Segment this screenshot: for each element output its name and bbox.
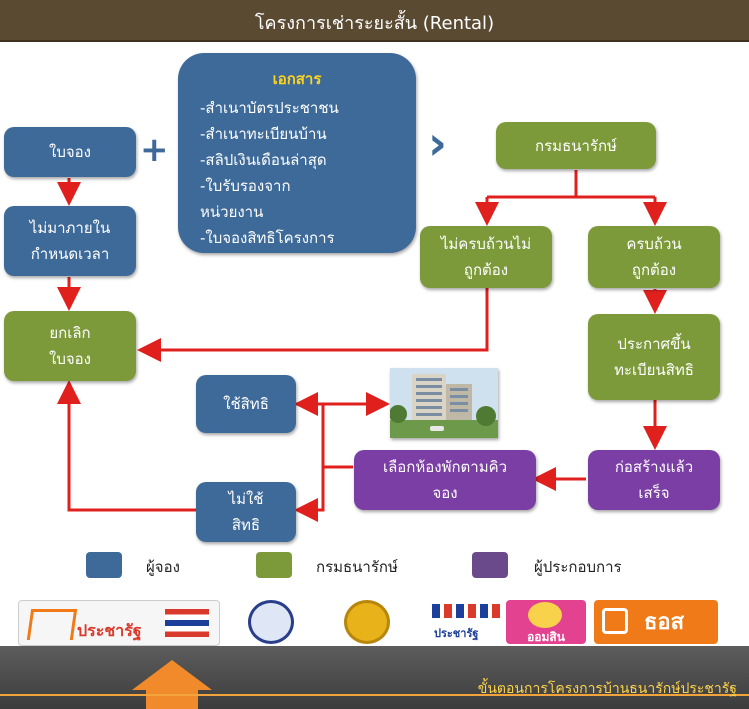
legend-swatch-booker — [86, 552, 122, 578]
department-label: กรมธนารักษ์ — [535, 136, 617, 155]
late-label: ไม่มาภายในกำหนดเวลา — [29, 219, 111, 263]
chevron-right-icon: › — [428, 116, 447, 170]
documents-item: -สำเนาบัตรประชาชน — [200, 99, 339, 117]
complete-box: ครบถ้วนถูกต้อง — [588, 226, 720, 288]
ministry-of-finance-logo — [236, 600, 310, 644]
built-box: ก่อสร้างแล้วเสร็จ — [588, 450, 720, 510]
legend-label-department: กรมธนารักษ์ — [316, 558, 398, 576]
gsb-emblem-icon — [528, 602, 562, 628]
footer-banner: ขั้นตอนการโครงการบ้านธนารักษ์ประชารัฐ — [0, 646, 749, 709]
house-body-icon — [146, 690, 198, 709]
cancel-label: ยกเลิกใบจอง — [49, 324, 91, 368]
booking-label: ใบจอง — [49, 143, 91, 161]
select-room-box: เลือกห้องพักตามคิวจอง — [354, 450, 536, 510]
footer-divider — [0, 694, 749, 696]
treasury-department-logo — [336, 600, 402, 644]
complete-label: ครบถ้วนถูกต้อง — [626, 235, 682, 279]
legend-label-operator: ผู้ประกอบการ — [534, 558, 622, 576]
use-right-label: ใช้สิทธิ — [223, 395, 269, 413]
use-right-box: ใช้สิทธิ — [196, 375, 296, 433]
documents-item: -สลิปเงินเดือนล่าสุด — [200, 151, 327, 169]
announce-label: ประกาศขึ้นทะเบียนสิทธิ — [614, 335, 694, 379]
pracharat-people-logo: ประชารัฐ — [426, 600, 506, 644]
building-illustration — [390, 368, 498, 438]
documents-item: -ใบรับรองจาก — [200, 177, 291, 195]
people-icon — [432, 604, 500, 618]
select-room-label: เลือกห้องพักตามคิวจอง — [382, 458, 508, 502]
documents-item: หน่วยงาน — [200, 203, 264, 221]
header-bar: โครงการเช่าระยะสั้น (Rental) — [0, 0, 749, 42]
cancel-box: ยกเลิกใบจอง — [4, 311, 136, 381]
arrow-nouse-to-cancel — [57, 380, 196, 512]
gsb-logo: ออมสิน — [506, 600, 586, 644]
page-title: โครงการเช่าระยะสั้น (Rental) — [254, 13, 495, 34]
house-roof-icon — [132, 660, 212, 690]
department-box: กรมธนารักษ์ — [496, 122, 656, 169]
announce-box: ประกาศขึ้นทะเบียนสิทธิ — [588, 314, 720, 400]
arrow-select-to-nouse — [294, 467, 325, 522]
arrow-select-to-use — [294, 392, 353, 469]
ghbank-logo-text: ธอส — [644, 610, 685, 635]
documents-item: -ใบจองสิทธิโครงการ — [200, 229, 335, 247]
arrow-incomplete-to-cancel — [137, 288, 489, 362]
incomplete-box: ไม่ครบถ้วนไม่ถูกต้อง — [420, 226, 552, 288]
pracharat-people-text: ประชารัฐ — [434, 627, 479, 640]
ghbank-house-icon — [602, 608, 628, 634]
legend-label-booker: ผู้จอง — [146, 558, 180, 576]
late-box: ไม่มาภายในกำหนดเวลา — [4, 206, 136, 276]
incomplete-label: ไม่ครบถ้วนไม่ถูกต้อง — [440, 235, 532, 279]
house-icon — [26, 609, 78, 640]
documents-item: -สำเนาทะเบียนบ้าน — [200, 125, 327, 143]
ghbank-logo: ธอส — [594, 600, 718, 644]
seal-icon — [248, 600, 294, 644]
flag-icon — [165, 609, 209, 637]
booking-box: ใบจอง — [4, 127, 136, 177]
treasury-seal-icon — [344, 600, 390, 644]
logo-strip: ประชารัฐ ประชารัฐ ออมสิน ธอส — [18, 600, 736, 646]
no-use-right-label: ไม่ใช้สิทธิ — [228, 490, 264, 534]
legend-swatch-department — [256, 552, 292, 578]
plus-icon: + — [140, 130, 169, 170]
gsb-logo-text: ออมสิน — [527, 630, 565, 644]
documents-box: เอกสาร -สำเนาบัตรประชาชน -สำเนาทะเบียนบ้… — [178, 53, 416, 253]
footer-caption: ขั้นตอนการโครงการบ้านธนารักษ์ประชารัฐ — [477, 681, 737, 697]
no-use-right-box: ไม่ใช้สิทธิ — [196, 482, 296, 542]
pracharat-logo: ประชารัฐ — [18, 600, 220, 646]
documents-title: เอกสาร — [272, 70, 322, 88]
documents-list: -สำเนาบัตรประชาชน -สำเนาทะเบียนบ้าน -สลิ… — [200, 95, 339, 251]
pracharat-logo-text: ประชารัฐ — [77, 621, 142, 640]
building-image — [390, 368, 498, 438]
built-label: ก่อสร้างแล้วเสร็จ — [614, 458, 694, 502]
legend-swatch-operator — [472, 552, 508, 578]
